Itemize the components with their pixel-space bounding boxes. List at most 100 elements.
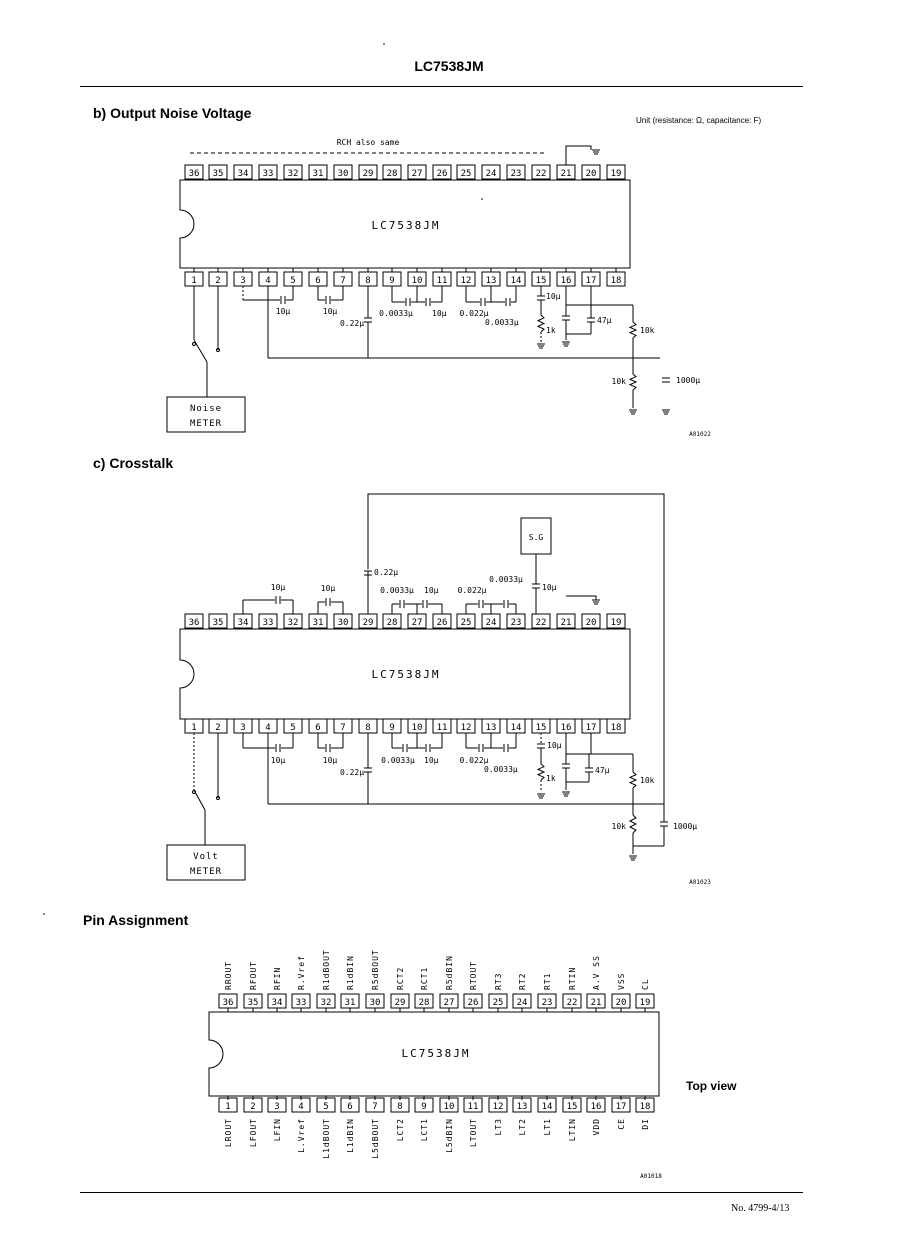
pin-name-6: L1dBIN bbox=[346, 1118, 355, 1153]
cap-label-10u: 10μ bbox=[424, 586, 439, 595]
pin-name-21: A.V SS bbox=[592, 955, 601, 990]
pin-number-26: 26 bbox=[468, 998, 479, 1008]
resistor-symbol bbox=[628, 814, 638, 834]
ic-pin-number-35: 35 bbox=[213, 618, 224, 628]
volt-meter-box bbox=[166, 844, 246, 881]
switch-node bbox=[216, 796, 220, 800]
ic-pin-number-30: 30 bbox=[338, 169, 349, 179]
ic-pin-number-24: 24 bbox=[486, 618, 497, 628]
ic-pin-number-16: 16 bbox=[561, 276, 572, 286]
ic-pin-number-31: 31 bbox=[313, 618, 324, 628]
ic-pin-number-13: 13 bbox=[486, 276, 497, 286]
volt-meter-label: Volt bbox=[193, 852, 219, 862]
ic-pin-number-35: 35 bbox=[213, 169, 224, 179]
pin-name-29: RCT2 bbox=[396, 967, 405, 990]
ic-pin-number-25: 25 bbox=[461, 618, 472, 628]
ic-pin-number-18: 18 bbox=[611, 276, 622, 286]
pin-number-18: 18 bbox=[640, 1102, 651, 1112]
cap-label-10u: 10μ bbox=[546, 292, 561, 301]
speck bbox=[43, 913, 45, 915]
pin-number-9: 9 bbox=[421, 1102, 426, 1112]
pin-name-13: LT2 bbox=[518, 1118, 527, 1135]
ic-pin-number-12: 12 bbox=[461, 723, 472, 733]
cap-label-0022u: 0.022μ bbox=[458, 586, 487, 595]
volt-meter-label-2: METER bbox=[190, 867, 222, 877]
noise-meter-box bbox=[166, 396, 246, 433]
top-view-label: Top view bbox=[686, 1079, 737, 1093]
ic-pin-number-21: 21 bbox=[561, 169, 572, 179]
pin-number-30: 30 bbox=[370, 998, 381, 1008]
pin-name-15: LTIN bbox=[568, 1118, 577, 1141]
pin-number-4: 4 bbox=[298, 1102, 303, 1112]
pin-number-3: 3 bbox=[274, 1102, 279, 1112]
resistor-symbol bbox=[628, 771, 638, 789]
pin-name-35: RFOUT bbox=[249, 961, 258, 990]
pin-number-31: 31 bbox=[345, 998, 356, 1008]
pin-number-13: 13 bbox=[517, 1102, 528, 1112]
ic-pin-number-11: 11 bbox=[437, 276, 448, 286]
cap-label-10u: 10μ bbox=[432, 309, 447, 318]
res-label-10k: 10k bbox=[640, 776, 655, 785]
cap-label-47u: 47μ bbox=[595, 766, 610, 775]
cap-label-10u: 10μ bbox=[323, 756, 338, 765]
signal-generator-label: S.G bbox=[529, 533, 544, 542]
ic-pin-number-1: 1 bbox=[191, 723, 196, 733]
ic-pin-number-36: 36 bbox=[189, 169, 200, 179]
wire bbox=[566, 595, 597, 600]
switch-node bbox=[216, 348, 220, 352]
cap-label-0033u: 0.0033μ bbox=[489, 575, 523, 584]
ic-pin-number-6: 6 bbox=[315, 276, 320, 286]
pin-name-34: RFIN bbox=[273, 967, 282, 990]
pin-name-31: R1dBIN bbox=[346, 955, 355, 990]
ic-pin-number-8: 8 bbox=[365, 276, 370, 286]
pin-name-28: RCT1 bbox=[420, 967, 429, 990]
ic-pin-number-26: 26 bbox=[437, 169, 448, 179]
ic-pin-number-10: 10 bbox=[412, 723, 423, 733]
pin-number-2: 2 bbox=[250, 1102, 255, 1112]
pin-number-15: 15 bbox=[567, 1102, 578, 1112]
resistor-symbol bbox=[628, 373, 638, 391]
pin-number-6: 6 bbox=[347, 1102, 352, 1112]
pin-number-16: 16 bbox=[591, 1102, 602, 1112]
pin-name-2: LFOUT bbox=[249, 1118, 258, 1147]
ic-pin-number-31: 31 bbox=[313, 169, 324, 179]
cap-label-47u: 47μ bbox=[597, 316, 612, 325]
cap-label-1000u: 1000μ bbox=[673, 822, 697, 831]
ic-pin-number-4: 4 bbox=[265, 723, 270, 733]
pin-number-34: 34 bbox=[272, 998, 283, 1008]
pin-box-12 bbox=[488, 1097, 508, 1113]
ic-pin-number-3: 3 bbox=[240, 723, 245, 733]
cap-label-0033u: 0.0033μ bbox=[380, 586, 414, 595]
ic-pin-number-28: 28 bbox=[387, 169, 398, 179]
pin-number-27: 27 bbox=[444, 998, 455, 1008]
ic-pin-number-7: 7 bbox=[340, 276, 345, 286]
pin-name-19: CL bbox=[641, 978, 650, 990]
ic-pin-number-32: 32 bbox=[288, 618, 299, 628]
cap-label-0033u: 0.0033μ bbox=[484, 765, 518, 774]
pin-number-32: 32 bbox=[321, 998, 332, 1008]
pin-box-10 bbox=[439, 1097, 459, 1113]
ic-pin-number-15: 15 bbox=[536, 723, 547, 733]
cap-label-0022u: 0.022μ bbox=[460, 309, 489, 318]
pin-number-33: 33 bbox=[296, 998, 307, 1008]
ic-pin-number-29: 29 bbox=[363, 618, 374, 628]
ic-pin-number-7: 7 bbox=[340, 723, 345, 733]
ic-pin-18-crosstalk bbox=[606, 718, 626, 734]
ic-pin-number-9: 9 bbox=[389, 276, 394, 286]
ic-pin-number-23: 23 bbox=[511, 618, 522, 628]
pin-number-24: 24 bbox=[517, 998, 528, 1008]
cap-label-022u: 0.22μ bbox=[374, 568, 398, 577]
res-label-10k: 10k bbox=[612, 822, 627, 831]
res-label-10k: 10k bbox=[640, 326, 655, 335]
ic-pin-number-25: 25 bbox=[461, 169, 472, 179]
pin-number-36: 36 bbox=[223, 998, 234, 1008]
ic-pin-number-34: 34 bbox=[238, 169, 249, 179]
cap-label-10u: 10μ bbox=[424, 756, 439, 765]
pin-number-19: 19 bbox=[640, 998, 651, 1008]
noise-meter-label-2: METER bbox=[190, 419, 222, 429]
pin-box-11 bbox=[463, 1097, 483, 1113]
pin-name-27: R5dBIN bbox=[445, 955, 454, 990]
ic-pin-number-20: 20 bbox=[586, 618, 597, 628]
ic-pin-number-33: 33 bbox=[263, 618, 274, 628]
